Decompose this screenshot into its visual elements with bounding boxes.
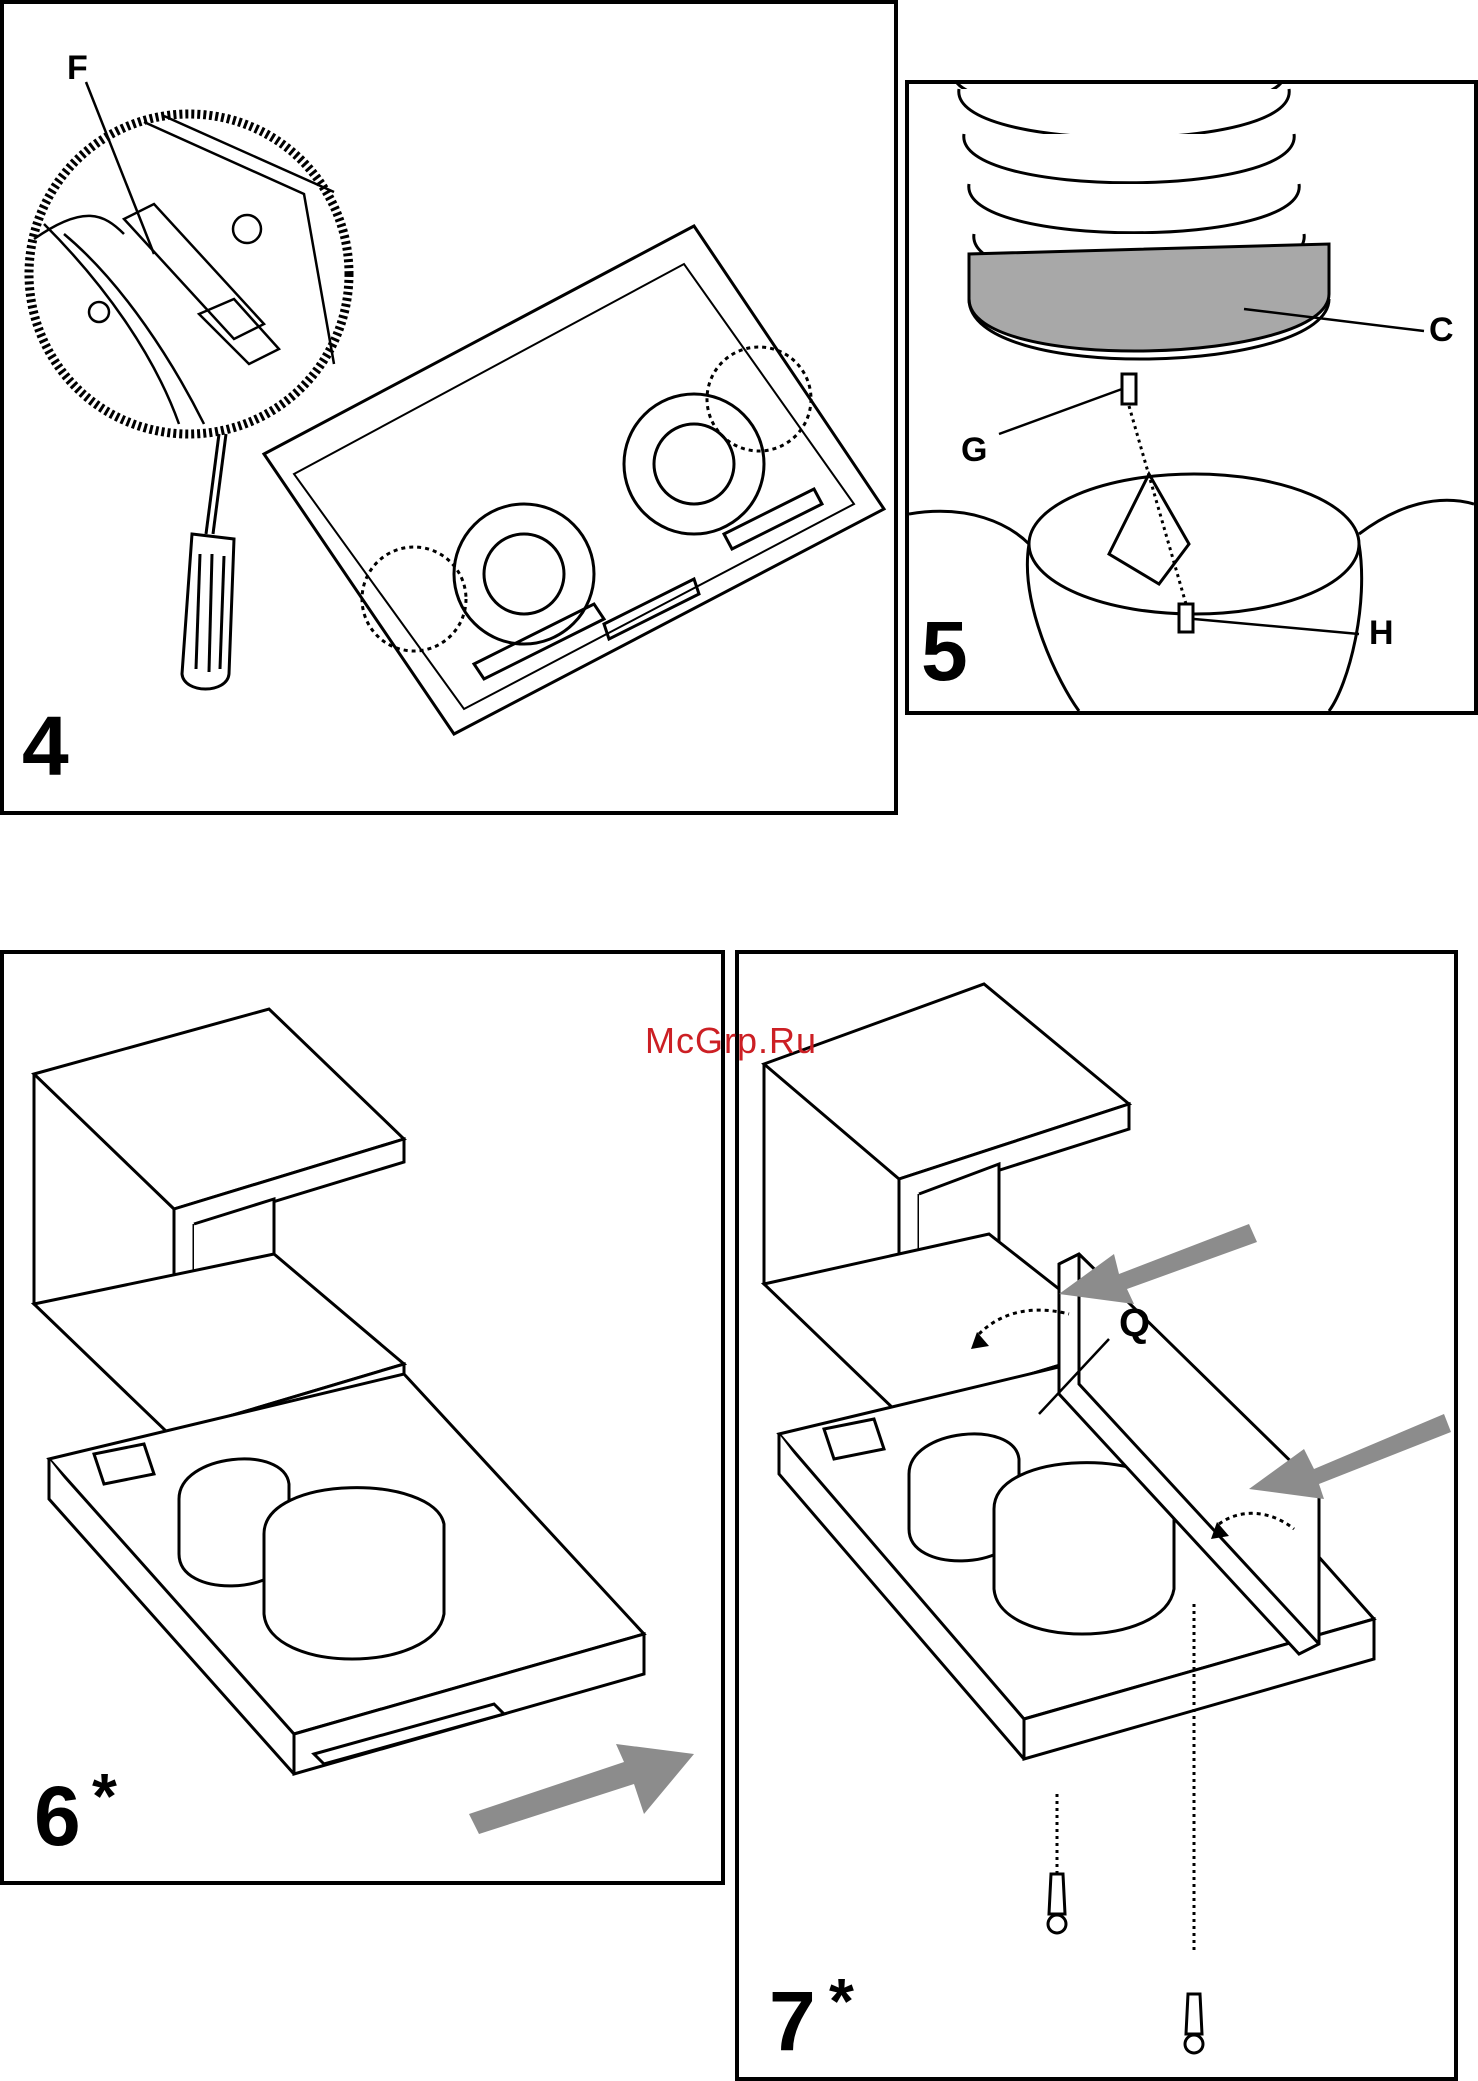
hood-unit bbox=[49, 1374, 644, 1774]
flexible-duct bbox=[954, 84, 1329, 359]
step-number: 7 bbox=[769, 1979, 816, 2063]
step-number: 5 bbox=[921, 609, 968, 693]
screw-icon bbox=[1048, 1874, 1066, 1933]
step-5-illustration: C G H bbox=[909, 84, 1474, 711]
screw-icon bbox=[1185, 1994, 1203, 2053]
callout-F: F bbox=[67, 49, 88, 87]
ring-slot-H bbox=[1179, 604, 1193, 632]
step-6-illustration bbox=[4, 954, 721, 1881]
zoom-circle bbox=[29, 114, 349, 434]
watermark-text: McGrp.Ru bbox=[645, 1020, 817, 1062]
step-4-illustration: F bbox=[4, 4, 894, 811]
callout-Q: Q bbox=[1119, 1301, 1150, 1345]
panel-step-4: F 4 bbox=[0, 0, 898, 815]
panel-step-6: 6 * bbox=[0, 950, 725, 1885]
hood-outlet bbox=[909, 474, 1474, 711]
callout-H: H bbox=[1369, 614, 1394, 652]
step-asterisk: * bbox=[92, 1764, 117, 1828]
step-7-illustration: Q bbox=[739, 954, 1454, 2077]
panel-step-7: Q 7 * bbox=[735, 950, 1458, 2081]
zoom-detail bbox=[34, 116, 334, 424]
screwdriver-icon bbox=[182, 434, 234, 689]
hood-underside bbox=[264, 226, 884, 734]
callout-G: G bbox=[961, 431, 987, 469]
callout-C: C bbox=[1429, 311, 1454, 349]
step-number: 4 bbox=[22, 704, 69, 788]
step-number: 6 bbox=[34, 1774, 81, 1858]
step-asterisk: * bbox=[829, 1969, 854, 2033]
panel-step-5: C G H 5 bbox=[905, 80, 1478, 715]
ring-tab-G bbox=[1122, 374, 1136, 404]
slide-out-arrow bbox=[469, 1744, 694, 1834]
